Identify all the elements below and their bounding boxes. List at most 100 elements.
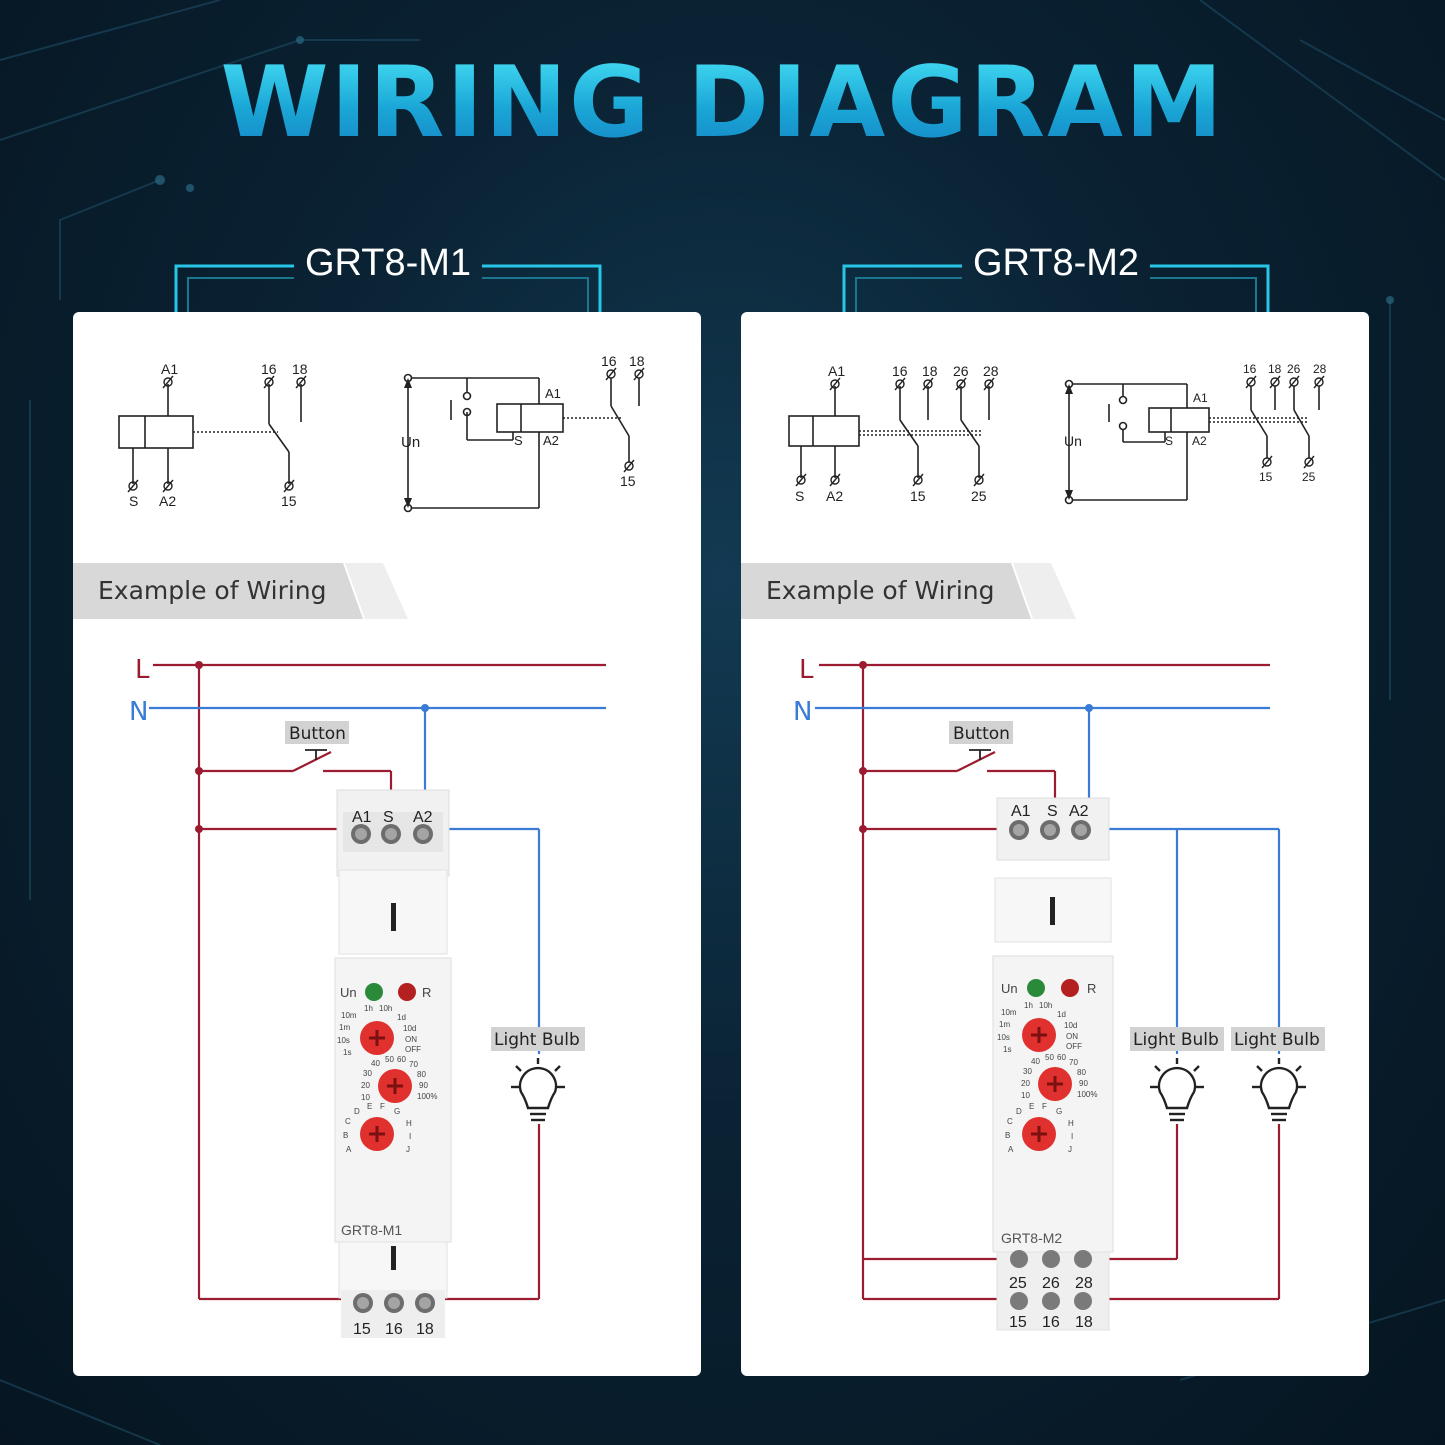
dial3-f: F (1042, 1102, 1047, 1111)
dial2-60: 60 (397, 1055, 406, 1064)
model-frame-left (174, 264, 602, 314)
dial3-j: J (1068, 1145, 1072, 1154)
terminal-25-label: 25 (1009, 1275, 1027, 1292)
dial3-h: H (406, 1119, 412, 1128)
bulb-label: Light Bulb (494, 1030, 580, 1050)
r-indicator-label: R (422, 985, 431, 1000)
dial2-90: 90 (419, 1081, 428, 1090)
relay-symbol (118, 384, 302, 484)
arrow-down-icon (1065, 490, 1073, 500)
dial2-90: 90 (1079, 1079, 1088, 1088)
dial3-c: C (345, 1117, 351, 1126)
terminal-a2-label: A2 (413, 809, 433, 826)
circuit-a1-label: A1 (545, 386, 561, 401)
terminal-16-label: 16 (385, 1321, 403, 1338)
dial3-i: I (409, 1132, 411, 1141)
r-led-icon (398, 983, 416, 1001)
dial1-1m: 1m (339, 1023, 350, 1032)
dial3-b: B (1005, 1131, 1010, 1140)
sym-15-label: 15 (910, 488, 926, 504)
arrow-down-icon (404, 498, 412, 508)
circuit-18-label: 18 (1268, 362, 1282, 376)
circuit-18-label: 18 (629, 353, 645, 369)
function-dial (360, 1117, 394, 1151)
diagram-grt8-m1: A1 16 18 S A2 15 (118, 353, 645, 1338)
dial3-f: F (380, 1102, 385, 1111)
un-indicator-label: Un (340, 985, 357, 1000)
r-led-icon (1061, 979, 1079, 997)
light-bulb-icon (1150, 1058, 1204, 1122)
page-title: WIRING DIAGRAM (0, 48, 1445, 158)
dial1-off: OFF (1066, 1042, 1082, 1051)
dial1-1s: 1s (343, 1048, 351, 1057)
dial2-30: 30 (363, 1069, 372, 1078)
dial3-c: C (1007, 1117, 1013, 1126)
terminal-markers (127, 375, 307, 493)
light-bulb-icon (511, 1058, 565, 1122)
dial1-10d: 10d (1064, 1021, 1077, 1030)
dial2-80: 80 (417, 1070, 426, 1079)
circuit-s-label: S (514, 433, 523, 448)
terminal-18-label: 18 (416, 1321, 434, 1338)
sym-25-label: 25 (971, 488, 987, 504)
dial1-10h: 10h (1039, 1001, 1052, 1010)
percentage-dial (378, 1069, 412, 1103)
dial1-off: OFF (405, 1045, 421, 1054)
dial2-20: 20 (1021, 1079, 1030, 1088)
sym-a1-label: A1 (828, 363, 845, 379)
line-label: L (799, 655, 814, 685)
dial2-50: 50 (385, 1055, 394, 1064)
bulb-label-2: Light Bulb (1234, 1030, 1320, 1050)
panel-grt8-m2: Example of Wiring A1 16 (741, 312, 1369, 1376)
dial1-10d: 10d (403, 1024, 416, 1033)
relay-symbol (788, 386, 990, 478)
terminal-15-label: 15 (353, 1321, 371, 1338)
dial1-10s: 10s (997, 1033, 1010, 1042)
button-label: Button (289, 724, 346, 744)
bottom-terminals (353, 1293, 435, 1313)
relay-device (334, 789, 452, 1338)
device-model-label: GRT8-M2 (1001, 1230, 1062, 1246)
dial1-10s: 10s (337, 1036, 350, 1045)
panel-grt8-m1: Example of Wiring A1 16 18 S A2 15 (73, 312, 701, 1376)
dial1-on: ON (1066, 1032, 1078, 1041)
button-plunger (305, 749, 327, 760)
dial3-g: G (394, 1107, 400, 1116)
sym-16-label: 16 (892, 363, 908, 379)
sym-28-label: 28 (983, 363, 999, 379)
dial1-1d: 1d (1057, 1010, 1066, 1019)
dial3-e: E (367, 1102, 372, 1111)
dial2-20: 20 (361, 1081, 370, 1090)
circuit-a2-label: A2 (1192, 434, 1207, 448)
terminal-a1-label: A1 (1011, 803, 1031, 820)
banner-background (741, 563, 1031, 619)
relay-device (992, 797, 1114, 1331)
middle-terminals (1010, 1250, 1092, 1268)
button-switch-icon (292, 751, 332, 772)
sym-a2-label: A2 (159, 493, 176, 509)
banner-example-of-wiring: Example of Wiring (766, 576, 995, 605)
dial3-a: A (346, 1145, 352, 1154)
dial1-10h: 10h (379, 1004, 392, 1013)
terminal-28-label: 28 (1075, 1275, 1093, 1292)
percentage-dial (1038, 1067, 1072, 1101)
dial2-80: 80 (1077, 1068, 1086, 1077)
model-title-left: GRT8-M1 (304, 242, 472, 284)
model-title-right: GRT8-M2 (972, 242, 1140, 284)
terminal-26-label: 26 (1042, 1275, 1060, 1292)
line-label: L (135, 655, 150, 685)
arrow-up-icon (404, 378, 412, 388)
dial2-60: 60 (1057, 1053, 1066, 1062)
bottom-terminals (1010, 1292, 1092, 1310)
sym-26-label: 26 (953, 363, 969, 379)
dial3-e: E (1029, 1102, 1034, 1111)
dial2-100: 100% (1077, 1090, 1097, 1099)
r-indicator-label: R (1087, 981, 1096, 996)
terminal-a1-label: A1 (352, 809, 372, 826)
circuit-15-label: 15 (1259, 470, 1273, 484)
light-bulb-icon (1252, 1058, 1306, 1122)
dial1-1h: 1h (364, 1004, 373, 1013)
dial2-30: 30 (1023, 1067, 1032, 1076)
circuit-s-label: S (1165, 434, 1173, 448)
neutral-wires (815, 706, 1281, 1054)
